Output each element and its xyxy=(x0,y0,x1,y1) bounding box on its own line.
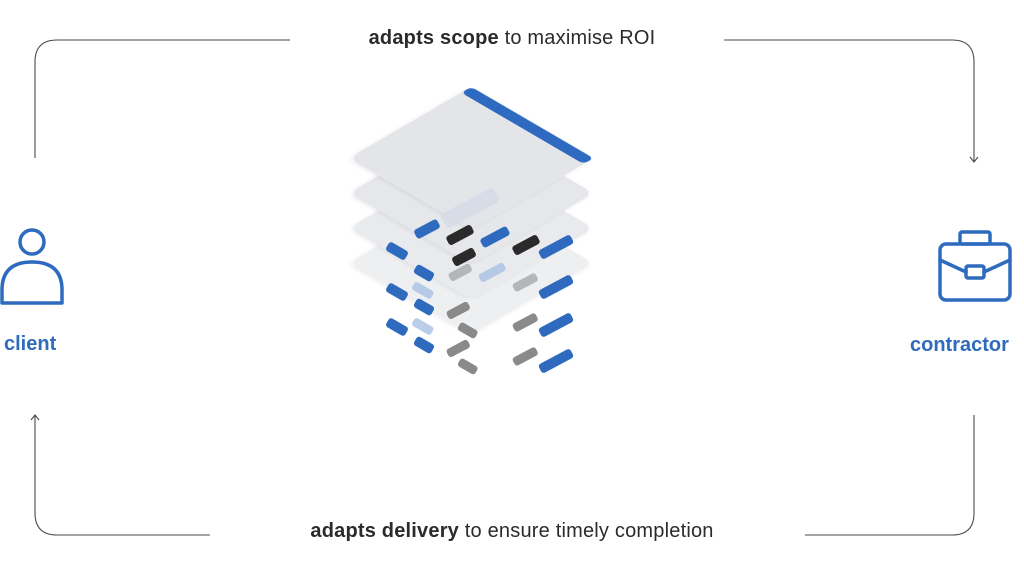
light-blue-chip xyxy=(412,188,506,335)
client-label: client xyxy=(4,333,57,355)
briefcase-icon xyxy=(938,230,1012,302)
arrow-down-head xyxy=(969,156,979,163)
top-right-connector xyxy=(724,39,975,162)
bottom-left-connector xyxy=(34,415,210,536)
bottom-caption: adapts delivery to ensure timely complet… xyxy=(0,520,1024,543)
top-left-connector xyxy=(34,39,290,158)
bottom-caption-bold: adapts delivery xyxy=(310,520,459,542)
dark-chip xyxy=(446,225,540,266)
schedule-stack xyxy=(353,88,592,375)
bottom-right-connector xyxy=(805,415,975,536)
gray-chip xyxy=(446,263,538,375)
bottom-caption-rest: to ensure timely completion xyxy=(464,520,714,542)
top-caption: adapts scope to maximise ROI xyxy=(0,27,1024,50)
top-caption-bold: adapts scope xyxy=(368,27,499,49)
top-caption-rest: to maximise ROI xyxy=(504,27,656,49)
arrow-up-head xyxy=(30,414,40,421)
person-icon xyxy=(0,228,64,305)
blue-chip xyxy=(386,219,574,373)
contractor-label: contractor xyxy=(910,334,1009,356)
loop-lines xyxy=(30,39,979,536)
sheet-front xyxy=(353,88,592,227)
